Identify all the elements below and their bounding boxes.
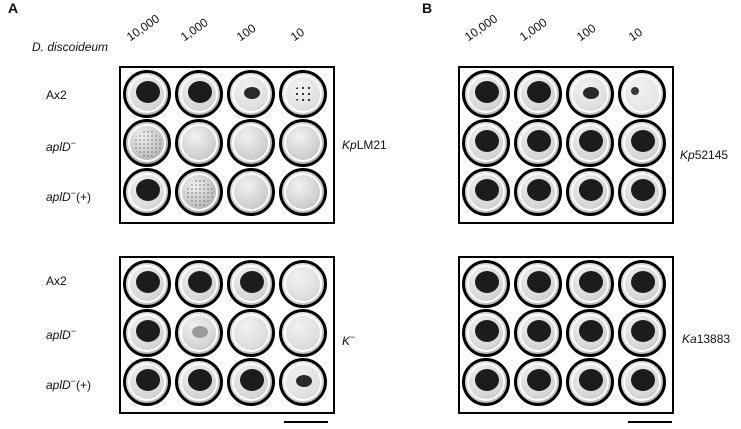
culture-well-kminus-r1c4 [279, 260, 327, 308]
culture-well-kplm21-r1c1 [123, 70, 171, 118]
row-label-ax2-bottom: Ax2 [46, 274, 67, 288]
culture-well-ka13883-r1c1 [462, 260, 510, 308]
culture-well-ka13883-r3c1 [462, 358, 510, 406]
culture-well-ka13883-r1c3 [566, 260, 614, 308]
culture-well-kp52145-r2c2 [514, 119, 562, 167]
culture-well-kplm21-r1c3 [227, 70, 275, 118]
culture-well-kplm21-r1c2 [175, 70, 223, 118]
row-label-apld-plus-bottom: aplD−(+) [46, 376, 91, 392]
strain-label-kp52145: Kp52145 [680, 148, 729, 162]
culture-well-kplm21-r3c3 [227, 168, 275, 216]
strain-label-kplm21: KpLM21 [342, 138, 387, 152]
culture-well-kminus-r1c3 [227, 260, 275, 308]
row-label-apld-bottom: aplD− [46, 326, 76, 342]
culture-well-ka13883-r3c4 [618, 358, 666, 406]
strain-label-kminus: K− [342, 332, 356, 348]
culture-well-kp52145-r2c4 [618, 119, 666, 167]
culture-well-ka13883-r3c2 [514, 358, 562, 406]
culture-well-kp52145-r3c4 [618, 168, 666, 216]
culture-well-kp52145-r3c1 [462, 168, 510, 216]
culture-well-kplm21-r3c2 [175, 168, 223, 216]
culture-well-kminus-r2c3 [227, 309, 275, 357]
culture-well-kp52145-r1c1 [462, 70, 510, 118]
culture-well-kp52145-r1c3 [566, 70, 614, 118]
dilution-b-10: 10 [625, 24, 645, 44]
culture-well-kminus-r2c4 [279, 309, 327, 357]
culture-well-kminus-r3c2 [175, 358, 223, 406]
culture-well-kplm21-r2c3 [227, 119, 275, 167]
culture-well-kp52145-r3c3 [566, 168, 614, 216]
culture-well-kp52145-r1c2 [514, 70, 562, 118]
culture-well-kplm21-r2c2 [175, 119, 223, 167]
culture-well-ka13883-r2c1 [462, 309, 510, 357]
culture-well-kminus-r3c3 [227, 358, 275, 406]
culture-well-kminus-r1c2 [175, 260, 223, 308]
culture-well-ka13883-r2c4 [618, 309, 666, 357]
dilution-a-100: 100 [233, 21, 259, 44]
culture-well-kminus-r2c2 [175, 309, 223, 357]
culture-well-kplm21-r2c4 [279, 119, 327, 167]
culture-well-kp52145-r2c1 [462, 119, 510, 167]
culture-well-kplm21-r3c1 [123, 168, 171, 216]
culture-well-kp52145-r3c2 [514, 168, 562, 216]
row-label-apld-plus-top: aplD−(+) [46, 188, 91, 204]
culture-well-ka13883-r2c2 [514, 309, 562, 357]
dilution-b-100: 100 [573, 21, 599, 44]
scale-bar-a [284, 421, 328, 423]
culture-well-kplm21-r3c4 [279, 168, 327, 216]
culture-well-kplm21-r2c1 [123, 119, 171, 167]
species-label: D. discoideum [32, 40, 109, 54]
strain-label-ka13883: Ka13883 [682, 332, 731, 346]
culture-well-kp52145-r1c4 [618, 70, 666, 118]
dilution-a-10: 10 [287, 24, 307, 44]
dilution-a-10000: 10,000 [123, 11, 163, 44]
panel-label-b: B [422, 0, 433, 16]
culture-well-kminus-r3c1 [123, 358, 171, 406]
culture-well-kminus-r2c1 [123, 309, 171, 357]
panel-label-a: A [8, 0, 19, 16]
row-label-ax2-top: Ax2 [46, 88, 67, 102]
culture-well-ka13883-r1c2 [514, 260, 562, 308]
culture-well-kplm21-r1c4 [279, 70, 327, 118]
culture-well-kp52145-r2c3 [566, 119, 614, 167]
culture-well-ka13883-r3c3 [566, 358, 614, 406]
dilution-a-1000: 1,000 [177, 15, 211, 44]
dilution-b-1000: 1,000 [516, 15, 550, 44]
row-label-apld-top: aplD− [46, 138, 76, 154]
culture-well-kminus-r1c1 [123, 260, 171, 308]
dilution-b-10000: 10,000 [461, 11, 501, 44]
culture-well-ka13883-r2c3 [566, 309, 614, 357]
culture-well-ka13883-r1c4 [618, 260, 666, 308]
culture-well-kminus-r3c4 [279, 358, 327, 406]
scale-bar-b [628, 421, 672, 423]
